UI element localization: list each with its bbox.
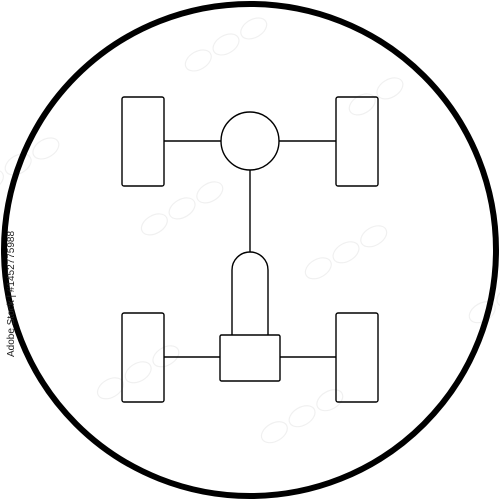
watermark-side-text: Adobe Stock | #1452775988 (6, 230, 17, 357)
transmission (231, 251, 269, 335)
front-right-wheel (335, 96, 379, 187)
front-differential (220, 111, 280, 171)
front-left-wheel (121, 96, 165, 187)
engine-block (219, 334, 281, 382)
rear-left-wheel (121, 312, 165, 403)
rear-right-wheel (335, 312, 379, 403)
